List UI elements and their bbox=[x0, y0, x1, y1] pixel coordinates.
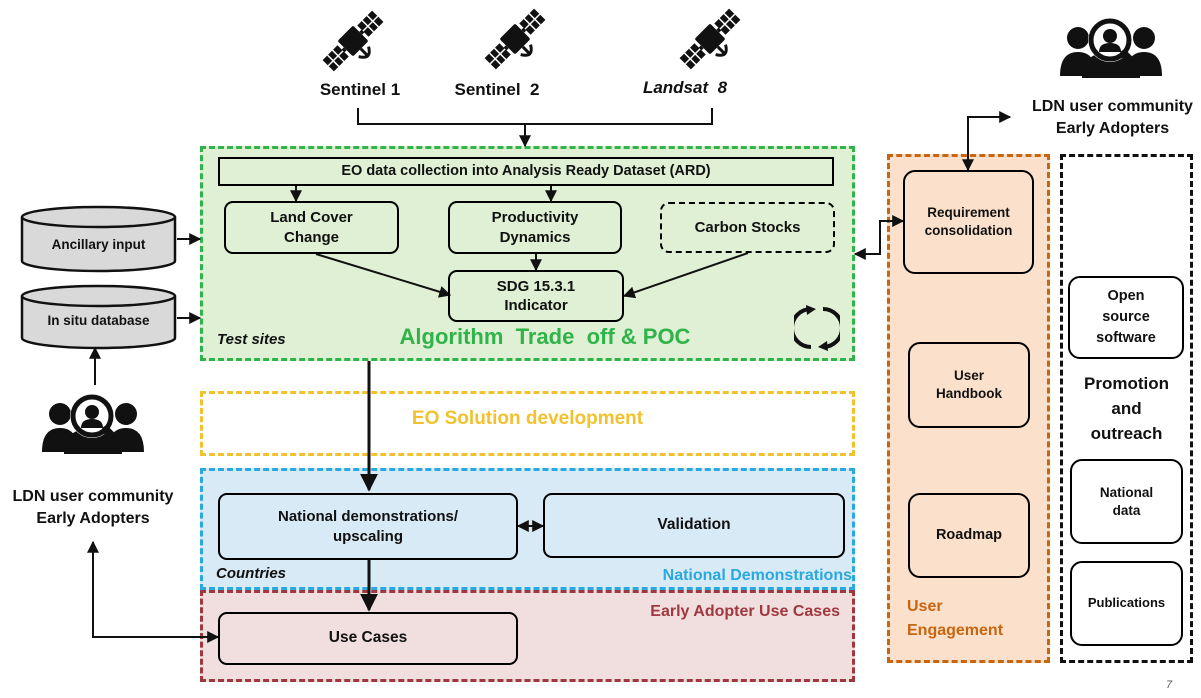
promotion-title-line3: outreach bbox=[1090, 424, 1163, 443]
user-engagement-title-line2: Engagement bbox=[907, 622, 1004, 639]
left-community-line2: Early Adopters bbox=[36, 510, 150, 527]
open-source-box: Open source software bbox=[1068, 276, 1184, 359]
use-cases-label: Use Cases bbox=[328, 629, 408, 647]
sdg-line1: SDG 15.3.1 bbox=[496, 277, 576, 295]
ard-bar: EO data collection into Analysis Ready D… bbox=[218, 157, 834, 186]
test-sites-label: Test sites bbox=[217, 331, 286, 348]
national-demonstrations-box: National demonstrations/ upscaling bbox=[218, 493, 518, 560]
user-handbook-box: User Handbook bbox=[908, 342, 1030, 428]
promotion-title-line1: Promotion bbox=[1084, 374, 1169, 393]
national-data-box: National data bbox=[1070, 459, 1183, 544]
cycle-icon bbox=[794, 305, 840, 351]
user-community-icon bbox=[42, 394, 144, 454]
publications-label: Publications bbox=[1087, 595, 1166, 611]
handbook-line1: User bbox=[953, 368, 985, 384]
use-cases-box: Use Cases bbox=[218, 612, 518, 665]
sdg-indicator-box: SDG 15.3.1 Indicator bbox=[448, 270, 624, 322]
ancillary-input-database: Ancillary input bbox=[20, 205, 177, 273]
carbon-stocks-label: Carbon Stocks bbox=[694, 218, 801, 236]
demonstrations-line1: National demonstrations/ bbox=[277, 508, 459, 525]
user-engagement-section bbox=[887, 154, 1050, 663]
poc-title: Algorithm Trade off & POC bbox=[399, 324, 691, 349]
eo-solution-title: EO Solution development bbox=[411, 408, 644, 429]
national-data-line2: data bbox=[1112, 502, 1141, 518]
productivity-dynamics-box: Productivity Dynamics bbox=[448, 201, 622, 254]
requirement-consolidation-box: Requirement consolidation bbox=[903, 170, 1034, 274]
publications-box: Publications bbox=[1070, 561, 1183, 646]
national-demonstrations-title: National Demonstrations bbox=[662, 567, 852, 584]
roadmap-label: Roadmap bbox=[935, 527, 1003, 544]
demonstrations-line2: upscaling bbox=[332, 527, 403, 545]
top-right-community-line2: Early Adopters bbox=[1055, 120, 1170, 137]
land-cover-line1: Land Cover bbox=[270, 209, 353, 226]
left-community-line1: LDN user community bbox=[12, 488, 174, 505]
roadmap-box: Roadmap bbox=[908, 493, 1030, 578]
productivity-line1: Productivity bbox=[491, 209, 579, 226]
sdg-line2: Indicator bbox=[504, 297, 568, 314]
open-source-line1: Open bbox=[1107, 287, 1145, 304]
use-cases-section bbox=[200, 590, 855, 682]
satellite-icon bbox=[322, 10, 384, 72]
validation-box: Validation bbox=[543, 493, 845, 558]
validation-label: Validation bbox=[657, 516, 731, 534]
satellite-icon bbox=[484, 8, 546, 70]
user-engagement-title-line1: User bbox=[907, 598, 943, 615]
database-cylinder-icon bbox=[20, 205, 177, 273]
eo-solution-section bbox=[200, 391, 855, 456]
handbook-line2: Handbook bbox=[936, 386, 1002, 401]
user-community-icon bbox=[1060, 18, 1162, 78]
requirement-line1: Requirement bbox=[927, 205, 1010, 221]
promotion-section bbox=[1060, 154, 1193, 663]
open-source-line3: software bbox=[1096, 330, 1156, 346]
in-situ-database: In situ database bbox=[20, 284, 177, 350]
page-number: 7 bbox=[1166, 679, 1173, 691]
promotion-title-line2: and bbox=[1111, 399, 1142, 418]
carbon-stocks-box: Carbon Stocks bbox=[660, 202, 835, 253]
early-adopter-title: Early Adopter Use Cases bbox=[650, 603, 840, 620]
requirement-line2: consolidation bbox=[924, 223, 1013, 238]
land-cover-change-box: Land Cover Change bbox=[224, 201, 399, 254]
open-source-line2: source bbox=[1102, 308, 1150, 325]
land-cover-line2: Change bbox=[283, 228, 339, 246]
national-data-line1: National bbox=[1099, 484, 1154, 500]
countries-label: Countries bbox=[216, 565, 287, 582]
satellite-label-3: Landsat 8 bbox=[642, 78, 728, 97]
database-cylinder-icon bbox=[20, 284, 177, 350]
top-right-community-line1: LDN user community bbox=[1032, 98, 1193, 115]
ancillary-input-label: Ancillary input bbox=[51, 237, 146, 252]
satellite-label-1: Sentinel 1 bbox=[319, 80, 401, 99]
productivity-line2: Dynamics bbox=[499, 228, 571, 246]
satellite-icon bbox=[679, 8, 741, 70]
satellite-label-2: Sentinel 2 bbox=[454, 80, 540, 99]
in-situ-database-label: In situ database bbox=[47, 313, 150, 328]
ard-bar-label: EO data collection into Analysis Ready D… bbox=[341, 163, 711, 180]
